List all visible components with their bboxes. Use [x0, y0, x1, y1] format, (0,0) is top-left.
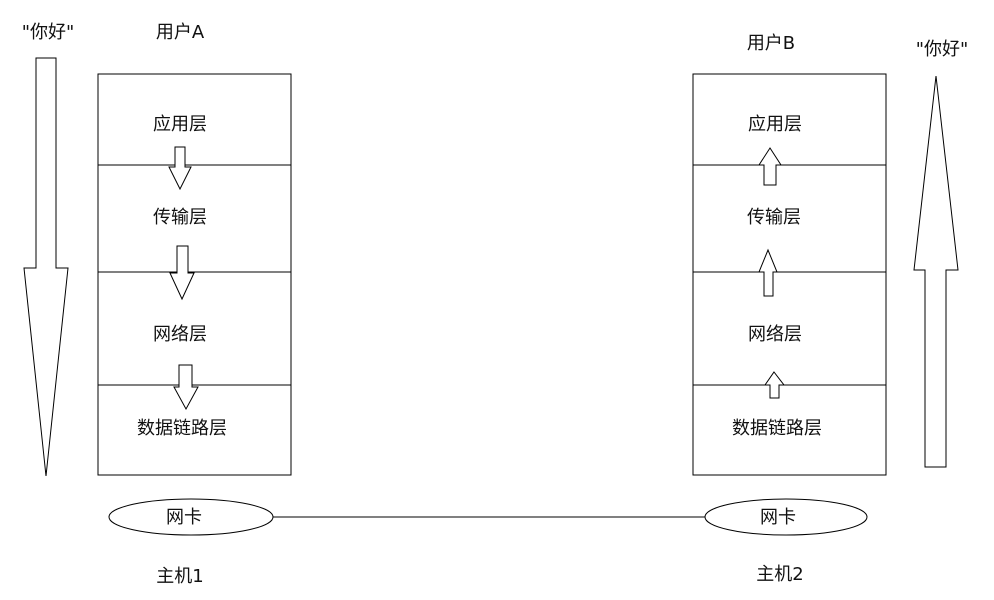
- left-user-label: 用户A: [156, 22, 205, 43]
- right-layer-transport: 传输层: [747, 207, 801, 228]
- right-message-label: "你好": [916, 39, 969, 60]
- left-small-down-arrow: [168, 146, 192, 191]
- left-stack-box: [97, 73, 292, 476]
- right-nic-label: 网卡: [760, 507, 796, 528]
- right-layer-datalink: 数据链路层: [732, 418, 822, 439]
- left-host-label: 主机1: [156, 566, 203, 587]
- left-big-down-arrow: [23, 57, 69, 477]
- left-small-down-arrow: [169, 245, 195, 301]
- left-layer-application: 应用层: [153, 114, 207, 135]
- right-layer-network: 网络层: [748, 324, 802, 345]
- right-big-up-arrow: [913, 75, 959, 468]
- right-nic-ellipse: [704, 498, 868, 536]
- right-small-up-arrow: [758, 147, 782, 186]
- right-host-label: 主机2: [756, 564, 803, 585]
- right-stack-box: [692, 73, 887, 476]
- right-small-up-arrow: [764, 371, 786, 399]
- left-protocol-stack: 应用层 传输层 网络层 数据链路层: [97, 73, 292, 476]
- right-user-label: 用户B: [747, 33, 795, 54]
- left-layer-datalink: 数据链路层: [137, 418, 227, 439]
- right-layer-application: 应用层: [748, 114, 802, 135]
- left-layer-transport: 传输层: [153, 207, 207, 228]
- left-message-label: "你好": [22, 22, 75, 43]
- right-protocol-stack: 应用层 传输层 网络层 数据链路层: [692, 73, 887, 476]
- left-small-down-arrow: [173, 364, 199, 411]
- right-small-up-arrow: [758, 248, 778, 297]
- left-nic-label: 网卡: [166, 507, 202, 528]
- left-layer-network: 网络层: [153, 324, 207, 345]
